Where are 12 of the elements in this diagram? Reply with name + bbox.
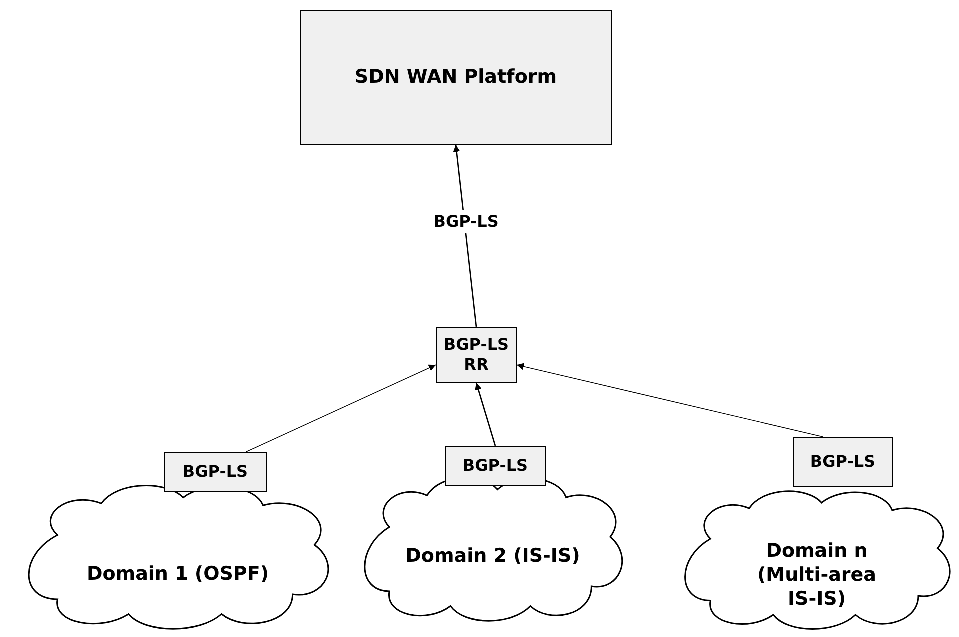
protocol-box: BGP-LS xyxy=(164,452,267,492)
arrow xyxy=(246,364,436,452)
protocol-box: BGP-LS xyxy=(445,446,546,486)
protocol-box: BGP-LS xyxy=(793,437,893,487)
arrow xyxy=(475,382,496,446)
platform-label: SDN WAN Platform xyxy=(354,66,558,90)
domain-label: Domain 1 (OSPF) xyxy=(86,563,270,587)
domain-label: Domain n (Multi-area IS-IS) xyxy=(756,540,878,612)
domain-label: Domain 2 (IS-IS) xyxy=(406,545,580,569)
arrow xyxy=(516,363,824,438)
platform-box xyxy=(300,10,612,145)
protocol-box: BGP-LS RR xyxy=(436,327,517,383)
